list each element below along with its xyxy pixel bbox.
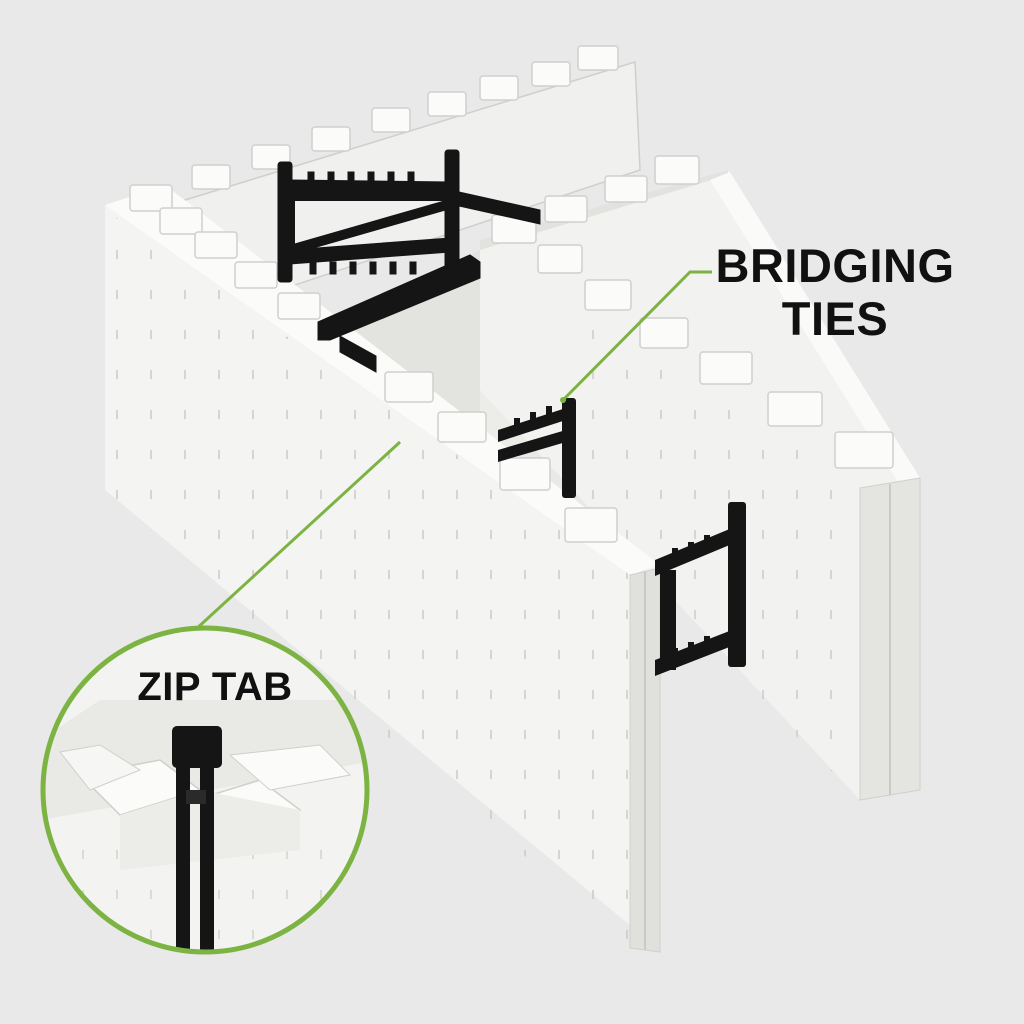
zip-tab-label: ZIP TAB (105, 665, 325, 710)
bridging-ties-label: BRIDGING TIES (700, 240, 970, 345)
bridging-ties-line2: TIES (700, 293, 970, 346)
bridging-ties-line1: BRIDGING (700, 240, 970, 293)
callout-dot-bridging (560, 397, 566, 403)
